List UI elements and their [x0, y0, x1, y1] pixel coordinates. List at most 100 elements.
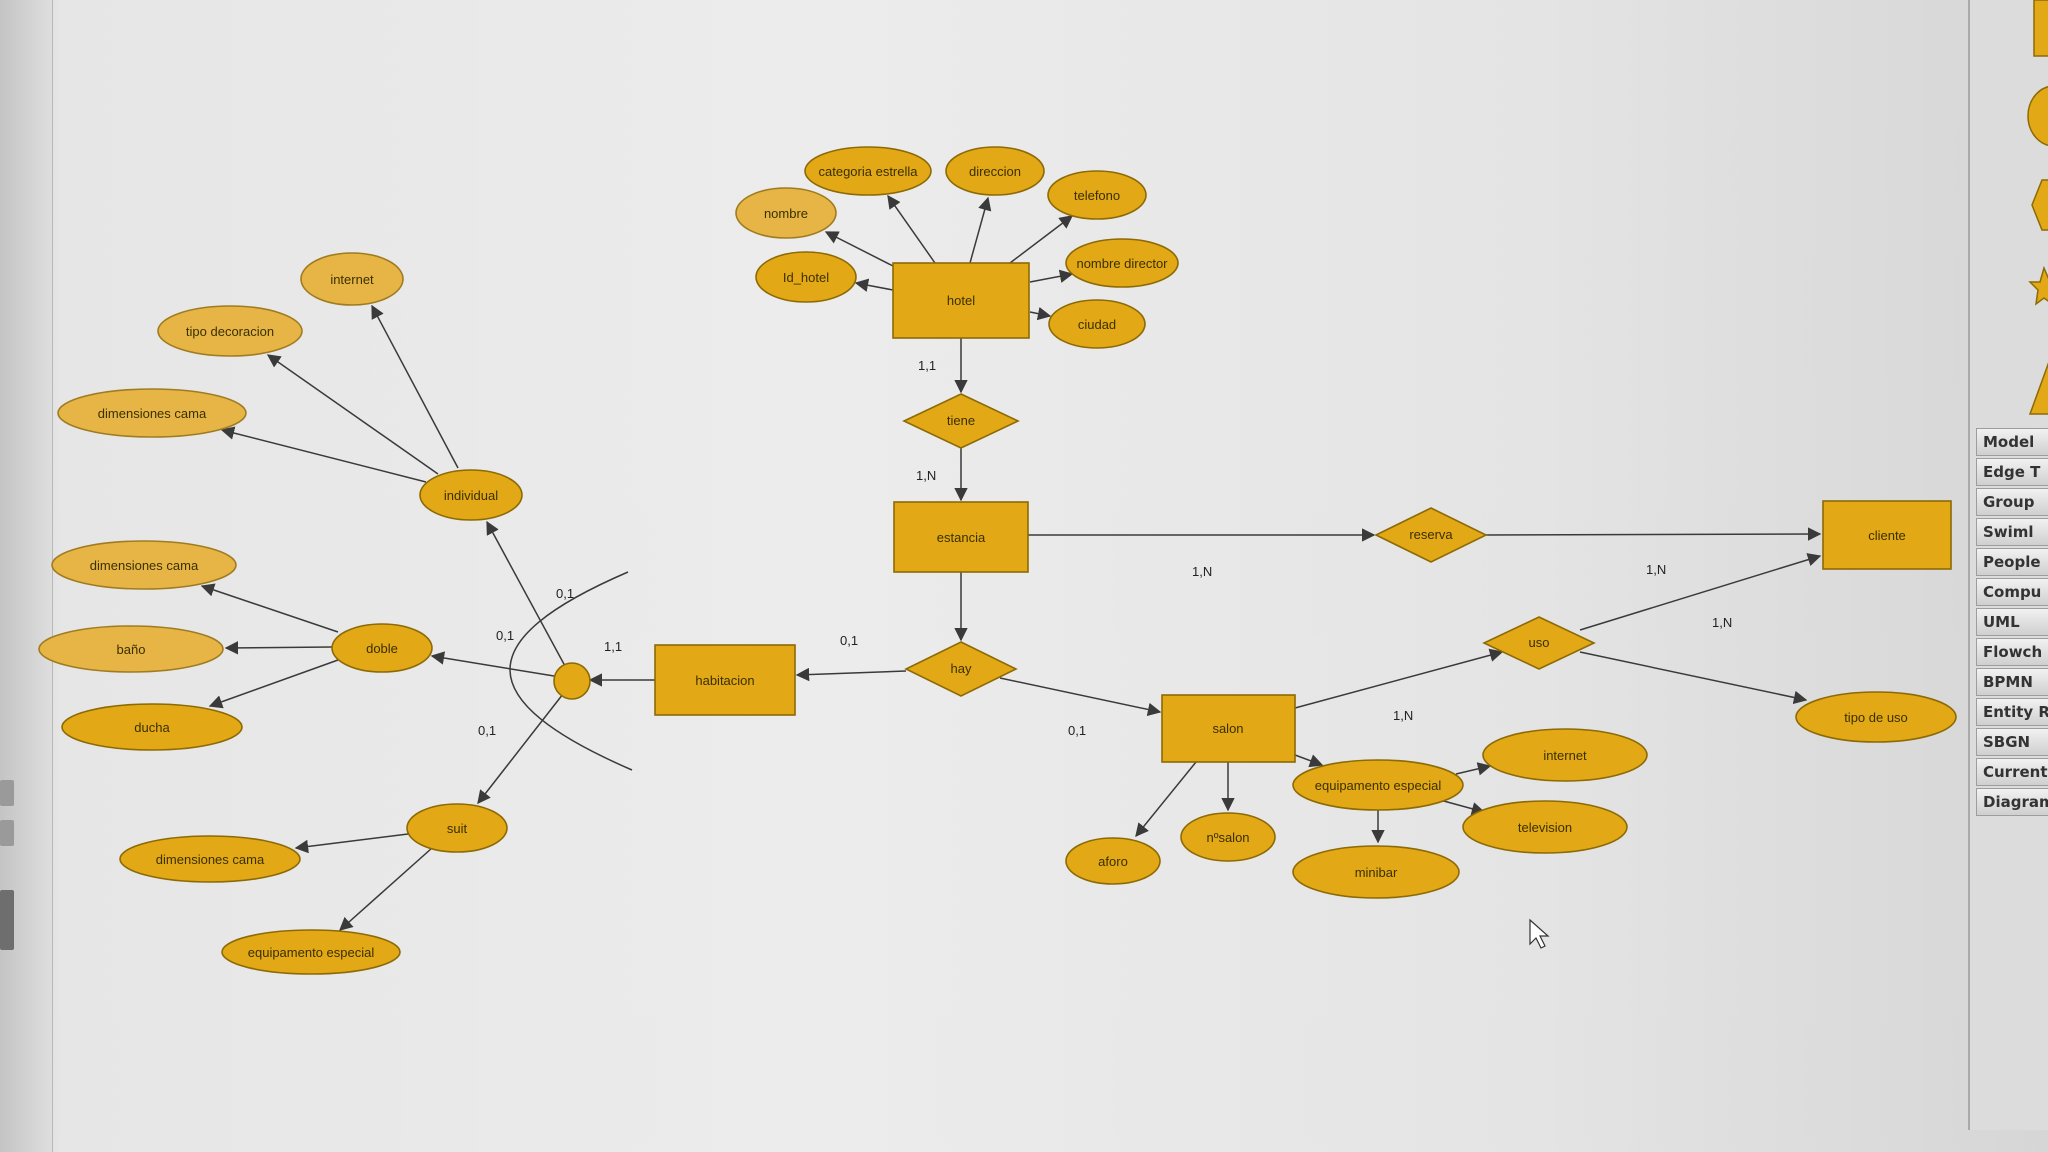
entity-hotel[interactable]: hotel [892, 262, 1030, 339]
cardinality-estancia-reserva: 1,N [1192, 564, 1212, 579]
palette-item-swimlane[interactable]: Swiml [1976, 518, 2048, 546]
cardinality-hay-habitacion: 0,1 [840, 633, 858, 648]
attribute-suit[interactable]: suit [406, 803, 508, 853]
svg-text:nºsalon: nºsalon [1206, 830, 1249, 845]
svg-text:aforo: aforo [1098, 854, 1128, 869]
strip-handle-middle[interactable] [0, 820, 14, 846]
attribute-tipo-decoracion[interactable]: tipo decoracion [157, 305, 303, 357]
attribute-nombre[interactable]: nombre [735, 187, 837, 239]
attribute-television[interactable]: television [1462, 800, 1628, 854]
attribute-dimensiones-cama-doble[interactable]: dimensiones cama [51, 540, 237, 590]
attribute-direccion[interactable]: direccion [945, 146, 1045, 196]
svg-text:internet: internet [330, 272, 374, 287]
svg-text:nombre: nombre [764, 206, 808, 221]
attribute-id-hotel[interactable]: Id_hotel [755, 251, 857, 303]
svg-text:equipamento especial: equipamento especial [248, 945, 375, 960]
palette-item-sbgn[interactable]: SBGN [1976, 728, 2048, 756]
attribute-internet-salon[interactable]: internet [1482, 728, 1648, 782]
svg-text:direccion: direccion [969, 164, 1021, 179]
entity-cliente[interactable]: cliente [1822, 500, 1952, 570]
attribute-bano[interactable]: baño [38, 625, 224, 673]
strip-handle-bottom[interactable] [0, 890, 14, 950]
attribute-equipamento-especial-salon[interactable]: equipamento especial [1292, 759, 1464, 811]
svg-text:tiene: tiene [947, 413, 975, 428]
isa-connector[interactable] [553, 662, 591, 700]
svg-text:television: television [1518, 820, 1572, 835]
palette-item-current[interactable]: Current [1976, 758, 2048, 786]
attribute-tipo-de-uso[interactable]: tipo de uso [1795, 691, 1957, 743]
entity-estancia[interactable]: estancia [893, 501, 1029, 573]
attribute-categoria-estrella[interactable]: categoria estrella [804, 146, 932, 196]
attribute-ducha[interactable]: ducha [61, 703, 243, 751]
palette-item-bpmn[interactable]: BPMN [1976, 668, 2048, 696]
edge-doble-dimensiones [200, 583, 339, 633]
cardinality-habitacion-isa: 1,1 [604, 639, 622, 654]
attribute-aforo[interactable]: aforo [1065, 837, 1161, 885]
edge-hotel-nombre [824, 231, 894, 267]
edge-suit-dimensiones [294, 833, 409, 854]
diagram-canvas[interactable]: hotel estancia habitacion salon cliente … [0, 0, 1968, 1152]
relationship-tiene[interactable]: tiene [902, 393, 1020, 449]
entity-habitacion[interactable]: habitacion [654, 644, 796, 716]
cardinality-reserva-cliente: 1,N [1646, 562, 1666, 577]
cardinality-hotel-tiene: 1,1 [918, 358, 936, 373]
relationship-uso[interactable]: uso [1482, 616, 1596, 670]
palette-rectangle-icon[interactable] [2033, 0, 2048, 57]
svg-text:internet: internet [1543, 748, 1587, 763]
edge-hotel-telefono [1009, 215, 1074, 264]
palette-item-entity-relation[interactable]: Entity R [1976, 698, 2048, 726]
palette-category-list: Model Edge T Group Swiml People Compu UM… [1976, 428, 2048, 818]
edge-doble-ducha [208, 659, 339, 709]
edge-isa-suit [477, 693, 564, 805]
attribute-internet-individual[interactable]: internet [300, 252, 404, 306]
edge-hay-salon [999, 677, 1162, 717]
relationship-hay[interactable]: hay [904, 641, 1018, 697]
svg-text:nombre director: nombre director [1076, 256, 1168, 271]
palette-item-edge[interactable]: Edge T [1976, 458, 2048, 486]
palette-triangle-icon[interactable] [2028, 348, 2048, 415]
cardinality-isa-suit: 0,1 [478, 723, 496, 738]
attribute-ciudad[interactable]: ciudad [1048, 299, 1146, 349]
attribute-telefono[interactable]: telefono [1047, 170, 1147, 220]
svg-text:dimensiones cama: dimensiones cama [156, 852, 265, 867]
mouse-cursor-icon [1529, 918, 1550, 949]
cardinality-isa-individual: 0,1 [556, 586, 574, 601]
svg-text:baño: baño [117, 642, 146, 657]
edge-hay-habitacion [795, 667, 907, 682]
svg-text:hay: hay [951, 661, 972, 676]
entity-salon[interactable]: salon [1161, 694, 1296, 763]
palette-item-diagram[interactable]: Diagram [1976, 788, 2048, 816]
palette-item-people[interactable]: People [1976, 548, 2048, 576]
edge-salon-uso [1294, 648, 1504, 709]
edge-suit-equipamento [338, 847, 433, 931]
edge-isa-individual [486, 520, 566, 667]
svg-text:reserva: reserva [1409, 527, 1453, 542]
palette-item-uml[interactable]: UML [1976, 608, 2048, 636]
edge-salon-equipamento [1294, 754, 1324, 768]
palette-ellipse-icon[interactable] [2027, 86, 2048, 146]
svg-text:estancia: estancia [937, 530, 986, 545]
palette-item-group[interactable]: Group [1976, 488, 2048, 516]
edge-hotel-categoria [887, 194, 936, 264]
attribute-nombre-director[interactable]: nombre director [1065, 238, 1179, 288]
edge-doble-bano [224, 641, 333, 655]
attribute-equipamento-especial-suit[interactable]: equipamento especial [221, 929, 401, 975]
relationship-reserva[interactable]: reserva [1374, 507, 1488, 563]
cardinality-tiene-estancia: 1,N [916, 468, 936, 483]
edge-uso-cliente [1579, 553, 1822, 631]
attribute-dimensiones-cama-individual[interactable]: dimensiones cama [57, 388, 247, 438]
attribute-doble[interactable]: doble [331, 623, 433, 673]
palette-star-icon[interactable] [2028, 265, 2048, 308]
palette-item-model[interactable]: Model [1976, 428, 2048, 456]
cardinality-hay-salon: 0,1 [1068, 723, 1086, 738]
attribute-minibar[interactable]: minibar [1292, 845, 1460, 899]
palette-hexagon-icon[interactable] [2031, 179, 2048, 231]
attribute-individual[interactable]: individual [419, 469, 523, 521]
cardinality-salon-uso: 1,N [1393, 708, 1413, 723]
attribute-dimensiones-cama-suit[interactable]: dimensiones cama [119, 835, 301, 883]
palette-item-computer[interactable]: Compu [1976, 578, 2048, 606]
edge-hotel-direccion [969, 196, 992, 264]
strip-handle-top[interactable] [0, 780, 14, 806]
palette-item-flowchart[interactable]: Flowch [1976, 638, 2048, 666]
attribute-nsalon[interactable]: nºsalon [1180, 812, 1276, 862]
